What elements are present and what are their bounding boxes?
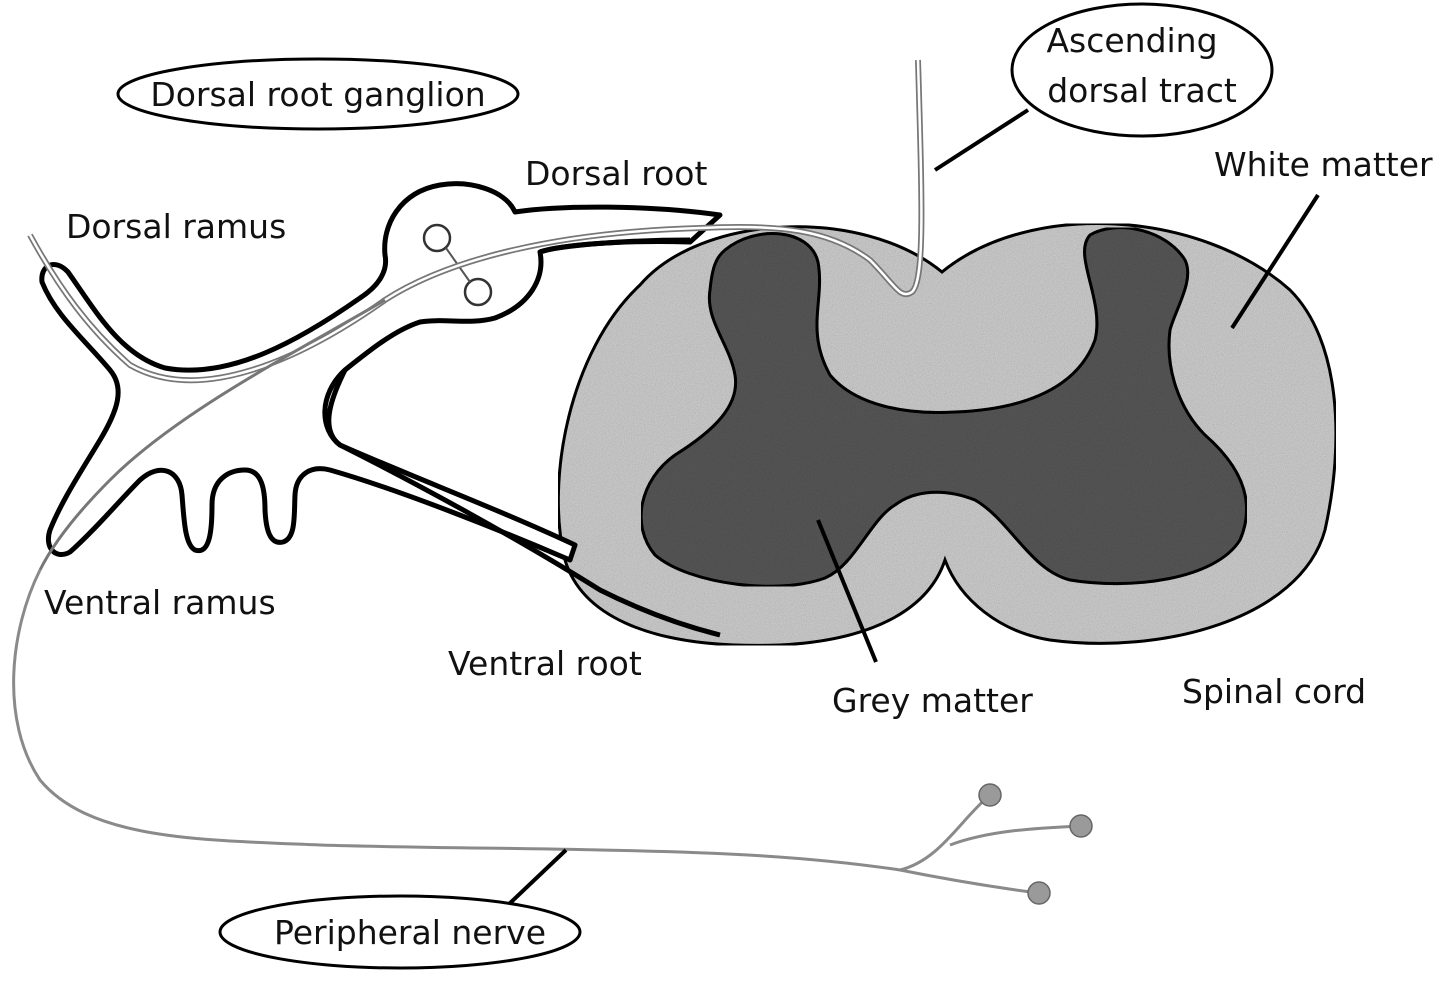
- label-ascending-line2: dorsal tract: [1047, 71, 1237, 110]
- label-ventral-ramus: Ventral ramus: [44, 583, 276, 622]
- label-dorsal-root-ganglion: Dorsal root ganglion: [150, 75, 485, 114]
- nerve-terminal-3: [1027, 881, 1051, 905]
- label-grey-matter: Grey matter: [832, 681, 1033, 720]
- peripheral-branch-lower: [899, 868, 1039, 895]
- ganglion-cell-lower: [463, 277, 493, 307]
- nerve-root-outline: [39, 181, 723, 563]
- leader-white-matter: [1230, 193, 1320, 330]
- ellipse-ascending-tract: [1010, 2, 1274, 138]
- label-ascending-line1: Ascending: [1046, 21, 1217, 60]
- peripheral-branch-middle: [949, 824, 1081, 847]
- label-dorsal-root: Dorsal root: [525, 154, 707, 193]
- peripheral-fiber-upper: [38, 298, 386, 571]
- nerve-terminal-2: [1069, 814, 1093, 838]
- ganglion-cell-upper: [422, 223, 452, 253]
- grey-matter-region: [639, 226, 1248, 588]
- label-ventral-root: Ventral root: [448, 644, 642, 683]
- ellipse-peripheral-nerve: [218, 894, 582, 970]
- leader-peripheral-nerve: [506, 848, 568, 907]
- label-spinal-cord: Spinal cord: [1182, 672, 1366, 711]
- label-white-matter: White matter: [1214, 145, 1433, 184]
- nerve-terminal-1: [978, 783, 1002, 807]
- peripheral-nerve-fiber: [12, 569, 991, 872]
- dorsal-root-inner-line: [539, 237, 691, 255]
- leader-ascending-tract: [933, 108, 1030, 172]
- sensory-fiber-inner: [28, 59, 923, 382]
- leader-grey-matter: [816, 519, 878, 663]
- label-peripheral-nerve: Peripheral nerve: [274, 913, 546, 952]
- ellipse-dorsal-root-ganglion: [116, 57, 520, 131]
- ventral-root-line: [326, 368, 721, 638]
- label-dorsal-ramus: Dorsal ramus: [66, 207, 286, 246]
